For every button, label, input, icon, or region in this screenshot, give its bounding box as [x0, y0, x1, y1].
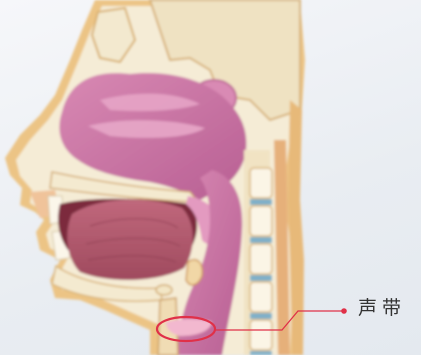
cervical-spine — [244, 150, 272, 355]
vocal-cords-label: 声带 — [358, 296, 406, 320]
hyoid-bone — [156, 285, 172, 295]
epiglottis — [186, 260, 202, 285]
leader-line-endpoint-dot — [341, 308, 347, 314]
tongue — [67, 200, 192, 280]
